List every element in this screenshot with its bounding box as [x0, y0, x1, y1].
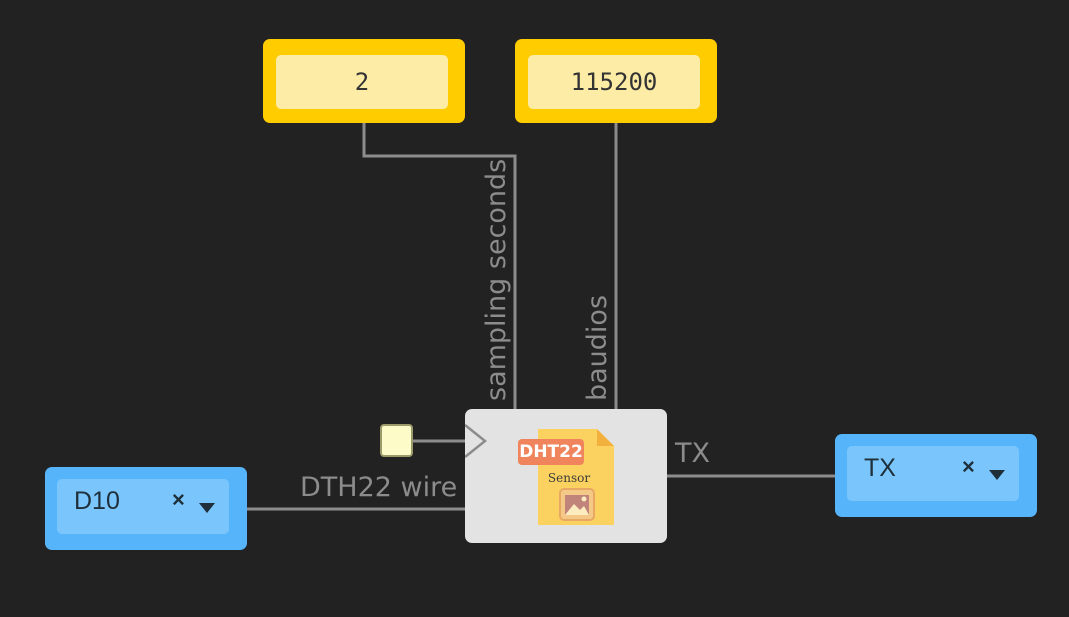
sampling-seconds-constant[interactable]: 2	[263, 39, 465, 123]
baudios-label: baudios	[582, 294, 613, 401]
pin-select-left[interactable]: D10 ×	[57, 479, 229, 534]
dht22-sensor-node[interactable]: DHT22 Sensor	[465, 409, 667, 543]
clear-icon[interactable]: ×	[172, 487, 185, 512]
file-image-icon: DHT22 Sensor	[518, 427, 618, 527]
baud-rate-constant[interactable]: 115200	[515, 39, 717, 123]
sampling-seconds-label: sampling seconds	[481, 158, 512, 401]
sensor-caption: Sensor	[547, 471, 591, 485]
sensor-model-badge: DHT22	[518, 439, 584, 465]
pin-select-left-value: D10	[74, 487, 120, 515]
input-port-triangle-icon	[465, 424, 488, 458]
pin-select-node-left[interactable]: D10 ×	[45, 467, 247, 550]
chevron-down-icon[interactable]	[989, 470, 1005, 480]
wire-sampling-seconds	[362, 122, 517, 409]
pin-select-right-value: TX	[864, 454, 896, 482]
pin-select-node-right[interactable]: TX ×	[835, 434, 1037, 517]
clear-icon[interactable]: ×	[962, 454, 975, 479]
pin-select-right[interactable]: TX ×	[847, 446, 1019, 501]
trigger-input-port[interactable]	[380, 424, 413, 457]
tx-wire-label: TX	[675, 438, 710, 469]
baud-rate-input[interactable]: 115200	[528, 55, 700, 109]
dth22-wire-label: DTH22 wire	[300, 472, 458, 503]
sampling-seconds-input[interactable]: 2	[276, 55, 448, 109]
chevron-down-icon[interactable]	[199, 503, 215, 513]
